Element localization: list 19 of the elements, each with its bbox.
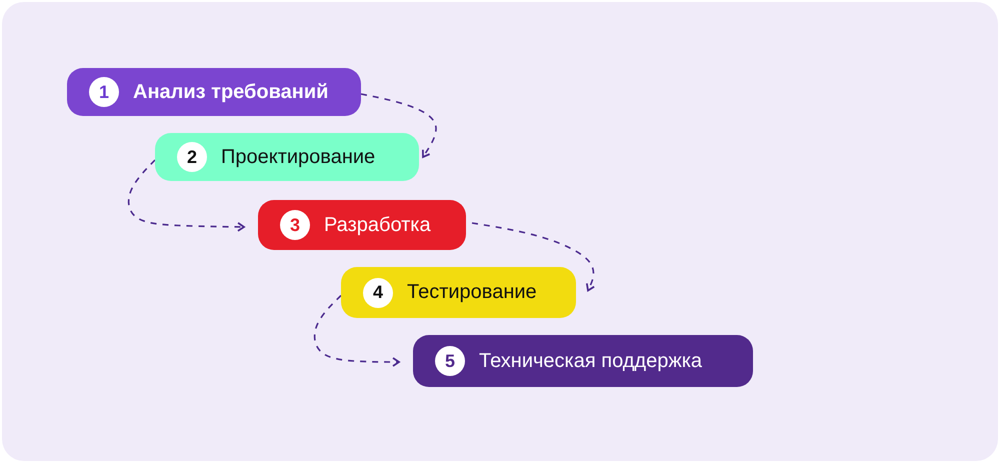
step-number-badge: 3	[280, 210, 310, 240]
process-pill	[67, 68, 361, 116]
step-number-badge: 2	[177, 142, 207, 172]
step-number-badge: 4	[363, 278, 393, 308]
dashed-arrow	[128, 159, 245, 232]
dashed-arrow	[314, 294, 400, 367]
process-pill	[341, 267, 576, 318]
dashed-arrow	[472, 222, 596, 292]
step-label: Тестирование	[407, 281, 537, 304]
step-number-badge: 1	[89, 77, 119, 107]
process-pill	[258, 200, 466, 250]
step-label: Проектирование	[221, 146, 376, 168]
step-label: Разработка	[324, 214, 431, 236]
process-pill	[155, 133, 419, 181]
step-label: Анализ требований	[133, 80, 328, 104]
step-label: Техническая поддержка	[479, 350, 702, 372]
step-number-badge: 5	[435, 346, 465, 376]
process-pill	[413, 335, 753, 387]
dashed-arrow	[360, 93, 437, 158]
